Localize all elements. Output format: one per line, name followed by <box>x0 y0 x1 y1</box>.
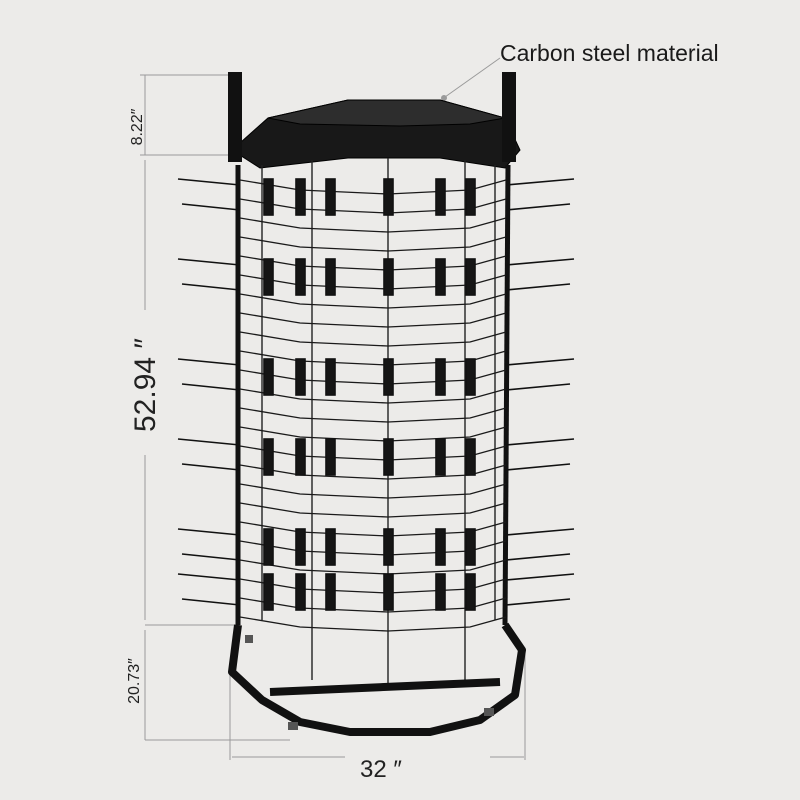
side-hook <box>505 463 571 471</box>
grid-wire <box>239 236 507 252</box>
left-post <box>228 72 242 162</box>
base-frame <box>228 622 526 736</box>
side-hook <box>505 573 575 581</box>
hook-bracket <box>263 358 274 396</box>
hook-bracket <box>465 358 476 396</box>
hook-bracket <box>295 438 306 476</box>
hook-bracket <box>295 358 306 396</box>
side-hook <box>505 598 571 606</box>
hook-bracket <box>465 438 476 476</box>
grid-wire <box>239 616 507 632</box>
grid-wire <box>239 407 507 423</box>
side-hook <box>177 258 241 266</box>
hook-bracket <box>383 528 394 566</box>
hook-bracket <box>263 258 274 296</box>
hook-bracket <box>325 438 336 476</box>
hook-bracket <box>435 258 446 296</box>
hook-bracket <box>325 358 336 396</box>
width-label: 32 ″ <box>360 756 402 783</box>
grid-wire <box>239 464 507 480</box>
side-hook <box>505 203 571 211</box>
right-post <box>502 72 516 162</box>
hook-bracket <box>325 573 336 611</box>
casters <box>245 635 494 730</box>
side-hook <box>181 383 241 391</box>
hook-bracket <box>263 573 274 611</box>
side-hook <box>505 528 575 536</box>
grid-wire <box>239 388 507 404</box>
hook-bracket <box>465 528 476 566</box>
hook-bracket <box>435 438 446 476</box>
side-hook <box>505 258 575 266</box>
grid-wire <box>239 502 507 518</box>
side-hook <box>505 358 575 366</box>
side-hook <box>505 438 575 446</box>
top-cap <box>231 99 521 169</box>
hook-bracket <box>325 258 336 296</box>
side-hook <box>177 358 241 366</box>
side-hook <box>177 178 241 186</box>
hook-bracket <box>263 528 274 566</box>
hook-bracket <box>435 573 446 611</box>
hook-bracket <box>465 258 476 296</box>
body-height-label: 52.94 ″ <box>129 337 162 433</box>
hook-bracket <box>295 258 306 296</box>
peg-hooks <box>177 178 575 611</box>
side-hook <box>181 203 241 211</box>
top-height-label: 8.22″ <box>129 108 146 146</box>
side-hook <box>505 178 575 186</box>
side-hook <box>505 283 571 291</box>
hook-bracket <box>383 358 394 396</box>
hook-bracket <box>295 178 306 216</box>
callout-dot <box>441 95 447 101</box>
side-hook <box>177 528 241 536</box>
grid-wire <box>239 217 507 233</box>
hook-bracket <box>435 528 446 566</box>
dimension-lines <box>140 57 526 760</box>
vertical-frame <box>235 164 511 626</box>
hook-bracket <box>295 573 306 611</box>
hook-bracket <box>325 528 336 566</box>
hook-bracket <box>263 438 274 476</box>
hook-bracket <box>435 358 446 396</box>
grid-wire <box>239 483 507 499</box>
hook-bracket <box>383 178 394 216</box>
base-height-label: 20.73″ <box>126 658 143 704</box>
hook-bracket <box>383 258 394 296</box>
grid-wire <box>239 597 507 613</box>
hook-bracket <box>263 178 274 216</box>
material-callout: Carbon steel material <box>500 40 719 66</box>
hook-bracket <box>325 178 336 216</box>
hook-bracket <box>465 178 476 216</box>
side-hook <box>505 383 571 391</box>
grid-wire <box>239 331 507 347</box>
side-hook <box>181 283 241 291</box>
side-hook <box>177 573 241 581</box>
hook-bracket <box>465 573 476 611</box>
side-hook <box>181 598 241 606</box>
hook-bracket <box>383 573 394 611</box>
grid-wire <box>239 293 507 309</box>
side-hook <box>181 553 241 561</box>
side-hook <box>177 438 241 446</box>
hook-bracket <box>383 438 394 476</box>
side-hook <box>181 463 241 471</box>
hook-bracket <box>435 178 446 216</box>
side-hook <box>505 553 571 561</box>
grid-wire <box>239 312 507 328</box>
hook-bracket <box>295 528 306 566</box>
